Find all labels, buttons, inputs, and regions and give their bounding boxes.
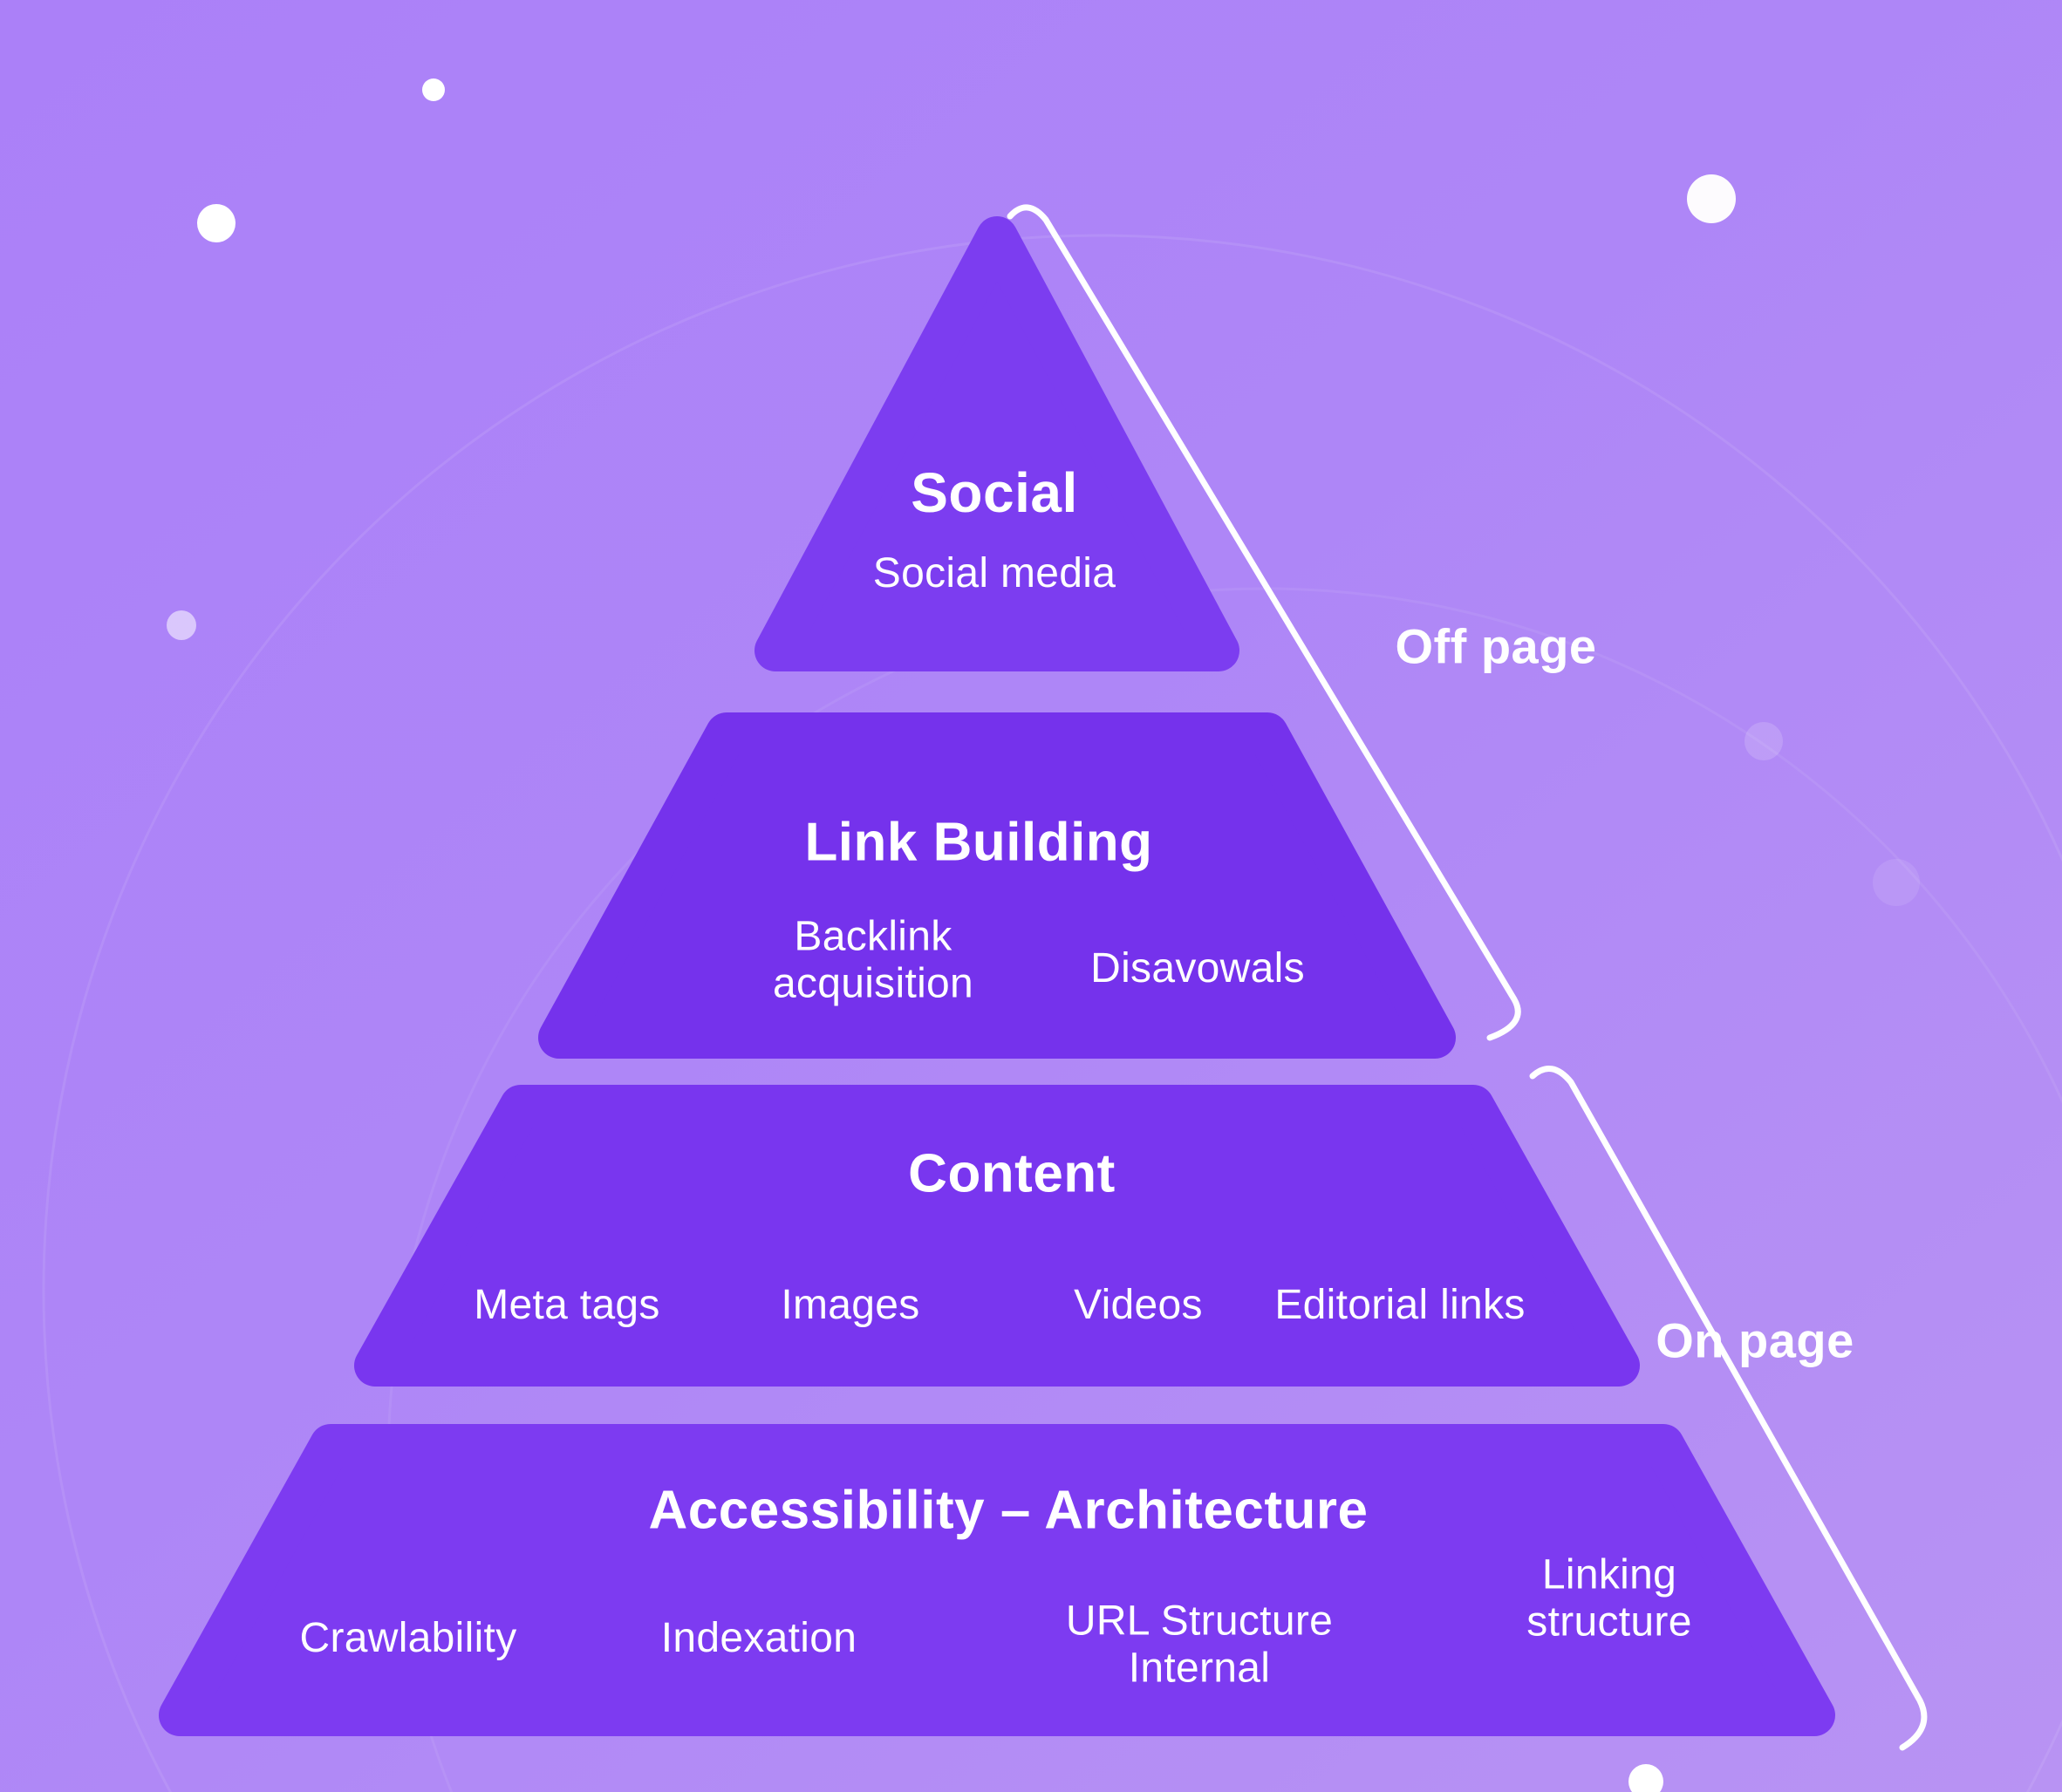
decorative-dot <box>197 204 236 242</box>
off-page-bracket <box>1007 204 1521 1041</box>
pyramid-level-social-shape <box>754 216 1239 671</box>
decorative-dot <box>1745 722 1783 760</box>
level-content-title: Content <box>908 1143 1116 1204</box>
pyramid-level-content-shape <box>354 1085 1640 1387</box>
decorative-circle-outline <box>42 234 2062 1792</box>
level-accessibility-title: Accessibility – Architecture <box>648 1480 1369 1541</box>
decorative-dot <box>167 610 196 640</box>
level-accessibility-item-linking-structure: Linking structure <box>1526 1551 1692 1645</box>
level-accessibility-item-crawlability: Crawlability <box>299 1615 517 1662</box>
decorative-dot <box>422 78 445 101</box>
decorative-dot <box>1628 1764 1663 1792</box>
level-social-item-social-media: Social media <box>872 550 1116 597</box>
on-page-label: On page <box>1656 1312 1854 1368</box>
level-accessibility-item-indexation: Indexation <box>660 1615 857 1662</box>
decorative-dot <box>1873 859 1920 906</box>
pyramid-level-accessibility-shape <box>159 1424 1835 1736</box>
level-link-building-item-disavowals: Disavowals <box>1090 945 1305 992</box>
decorative-dot <box>1687 174 1736 223</box>
level-content-item-meta-tags: Meta tags <box>474 1282 660 1329</box>
off-page-label: Off page <box>1395 618 1597 674</box>
level-link-building-title: Link Building <box>804 812 1153 873</box>
level-link-building-item-backlink-acquisition: Backlink acquisition <box>772 913 974 1006</box>
level-social-title: Social <box>911 461 1078 525</box>
level-accessibility-item-url-structure-internal: URL Structure Internal <box>1065 1598 1334 1691</box>
level-content-item-videos: Videos <box>1074 1282 1203 1329</box>
on-page-bracket <box>1529 1066 1928 1751</box>
level-content-item-editorial-links: Editorial links <box>1274 1282 1526 1329</box>
pyramid-level-link-building-shape <box>538 712 1456 1059</box>
level-content-item-images: Images <box>781 1282 920 1329</box>
